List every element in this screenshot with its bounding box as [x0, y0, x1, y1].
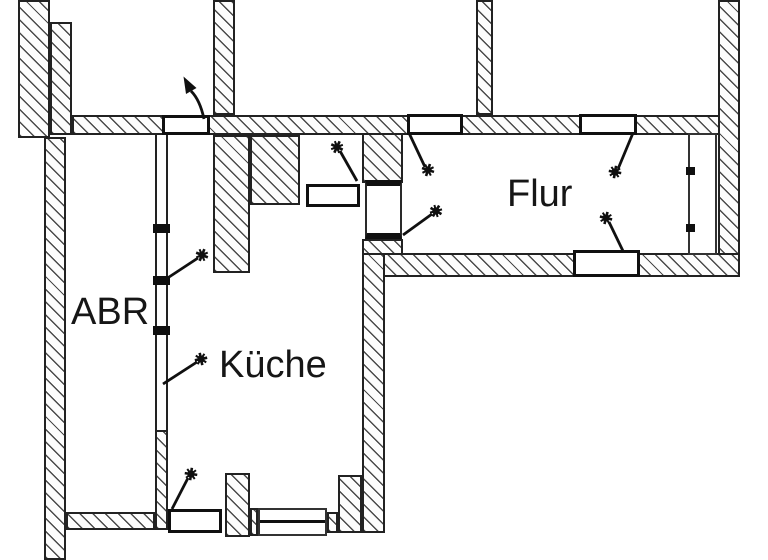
wall-segment-kueche-block-a	[213, 135, 250, 273]
door-swing-icon	[407, 132, 435, 177]
wall-segment-right-outer	[718, 0, 740, 277]
wall-segment-vestibule-right-top	[362, 133, 403, 183]
wall-segment-kueche-right-foot	[338, 475, 362, 533]
door-swing-arrow-icon	[183, 76, 206, 120]
wall-segment-bottom-pillar-side	[250, 508, 258, 536]
window-symbol-bottom	[258, 508, 327, 536]
wall-segment-bottom-pillar	[225, 473, 250, 537]
room-label-abr: ABR	[71, 291, 150, 333]
wall-segment-kueche-right-foot2	[327, 512, 338, 533]
door-symbol-flur-bottom	[573, 250, 640, 277]
partition-post	[153, 224, 170, 233]
wall-segment-top-left-block	[18, 0, 50, 138]
door-element-tick	[686, 224, 695, 232]
door-symbol-kueche-flur	[365, 180, 402, 239]
wall-segment-top-band	[72, 115, 740, 135]
wall-segment-bottom-band-left	[66, 512, 155, 530]
door-symbol-bottom-left	[168, 509, 222, 533]
door-swing-icon	[599, 211, 625, 252]
room-label-kueche: Küche	[219, 344, 327, 386]
door-swing-icon	[330, 140, 359, 182]
wall-segment-partition-lower	[155, 430, 168, 530]
wall-segment-kueche-block-b	[250, 135, 300, 205]
door-swing-icon	[402, 204, 443, 237]
door-symbol-abr-top	[162, 115, 210, 135]
door-symbol-flur-top-left	[407, 114, 463, 135]
flur-right-door-element	[688, 133, 717, 255]
wall-segment-kueche-right	[362, 253, 385, 533]
window-pane-line	[260, 520, 325, 523]
wall-segment-upper-left	[213, 0, 235, 115]
wall-segment-top-left-step	[50, 22, 72, 135]
wall-segment-upper-middle	[476, 0, 493, 115]
door-symbol-vestibule-kueche	[306, 184, 360, 207]
door-swing-icon	[162, 352, 208, 386]
room-label-flur: Flur	[507, 173, 573, 215]
door-symbol-flur-top-right	[579, 114, 637, 135]
wall-segment-flur-bottom-band	[380, 253, 740, 277]
partition-post	[153, 326, 170, 335]
door-swing-icon	[162, 248, 209, 283]
wall-segment-abr-left	[44, 137, 66, 560]
door-swing-icon	[170, 467, 198, 510]
partition-post	[153, 276, 170, 285]
door-swing-icon	[608, 132, 635, 179]
door-element-tick	[686, 167, 695, 175]
